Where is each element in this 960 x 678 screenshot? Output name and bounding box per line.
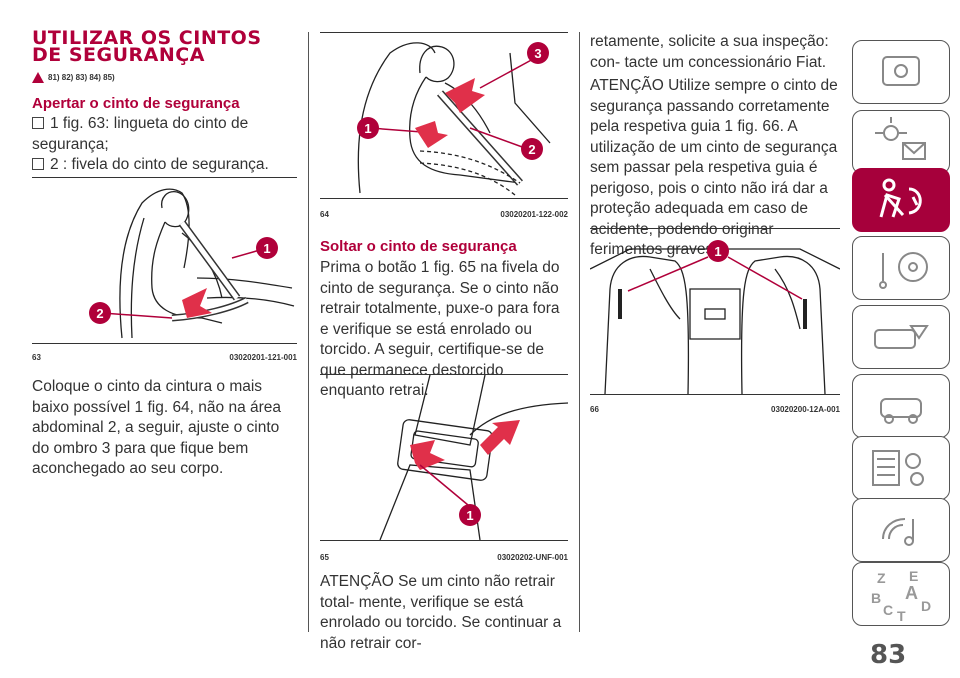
adjust-paragraph: Coloque o cinto da cintura o mais baixo … — [32, 378, 282, 477]
figure-65-caption: 65 03020202-UNF-001 — [320, 553, 568, 562]
svg-text:C: C — [883, 602, 893, 618]
attention-guide-paragraph: ATENÇÃO Utilize sempre o cinto de segura… — [590, 77, 838, 258]
direction-arrow-icon — [182, 288, 212, 318]
key-steering-icon — [879, 252, 928, 289]
svg-text:T: T — [897, 608, 906, 624]
section-title: UTILIZAR OS CINTOS DE SEGURANÇA — [32, 27, 262, 66]
car-dashboard-icon — [882, 56, 920, 86]
figure-63-caption: 63 03020201-121-001 — [32, 353, 297, 362]
svg-text:E: E — [909, 568, 918, 584]
warning-triangle-icon — [32, 72, 44, 83]
svg-text:Z: Z — [877, 570, 886, 586]
seatbelt-airbag-icon — [879, 178, 922, 218]
alphabetic-index-icon: Z E B A C D T — [871, 568, 931, 624]
column-divider — [579, 32, 580, 632]
tab-safety[interactable] — [852, 168, 950, 232]
callout-3: 3 — [534, 46, 541, 61]
warning-references: 81) 82) 83) 84) 85) — [32, 72, 115, 83]
checkbox-bullet-icon — [32, 158, 44, 170]
direction-arrow-icon — [445, 78, 485, 113]
tab-technical-data[interactable] — [852, 436, 950, 500]
tab-warning-lights[interactable] — [852, 110, 950, 174]
accident-icon — [874, 325, 929, 349]
car-maintenance-icon — [880, 398, 922, 424]
figure-66-illustration: 1 — [590, 228, 840, 395]
tab-starting-driving[interactable] — [852, 236, 950, 300]
checkbox-bullet-icon — [32, 117, 44, 129]
figure-65-illustration: 1 — [320, 374, 568, 541]
warning-refs-text: 81) 82) 83) 84) 85) — [48, 73, 115, 82]
tab-multimedia[interactable] — [852, 498, 950, 562]
release-heading: Soltar o cinto de segurança — [320, 238, 517, 255]
fasten-heading: Apertar o cinto de segurança — [32, 95, 240, 112]
tab-emergency[interactable] — [852, 305, 950, 369]
tab-maintenance[interactable] — [852, 374, 950, 438]
attention-paragraph: ATENÇÃO Se um cinto não retrair total- m… — [320, 573, 562, 652]
fig63-drawing: 1 2 — [89, 188, 295, 339]
tab-index[interactable]: Z E B A C D T — [852, 562, 950, 626]
svg-text:B: B — [871, 590, 881, 606]
callout-1: 1 — [364, 121, 371, 136]
warning-lights-icon — [875, 117, 926, 160]
figure-63-illustration: 1 2 — [32, 177, 297, 344]
direction-arrow-icon — [410, 440, 445, 470]
callout-1: 1 — [714, 244, 721, 259]
figure-64-illustration: 3 1 2 — [320, 32, 568, 199]
direction-arrow-icon — [415, 121, 448, 148]
direction-arrow-icon — [480, 420, 520, 455]
svg-text:D: D — [921, 598, 931, 614]
callout-2: 2 — [528, 142, 535, 157]
figure-66-caption: 66 03020200-12A-001 — [590, 405, 840, 414]
multimedia-icon — [882, 518, 914, 546]
fig65-drawing: 1 — [379, 375, 568, 540]
column-divider — [308, 32, 309, 632]
fig64-drawing: 3 1 2 — [357, 42, 551, 196]
continuation-paragraph: retamente, solicite a sua inspeção: con-… — [590, 33, 829, 71]
list-item: 1 fig. 63: lingueta do cinto de seguranç… — [32, 115, 249, 153]
callout-2: 2 — [96, 306, 103, 321]
service-gears-icon — [872, 450, 924, 486]
tab-dashboard[interactable] — [852, 40, 950, 104]
callout-1: 1 — [263, 241, 270, 256]
callout-1: 1 — [466, 508, 473, 523]
svg-text:A: A — [905, 583, 918, 603]
fig66-drawing: 1 — [590, 240, 840, 394]
list-item: 2 : fivela do cinto de segurança. — [32, 155, 297, 176]
page-number: 83 — [870, 640, 907, 670]
figure-64-caption: 64 03020201-122-002 — [320, 210, 568, 219]
